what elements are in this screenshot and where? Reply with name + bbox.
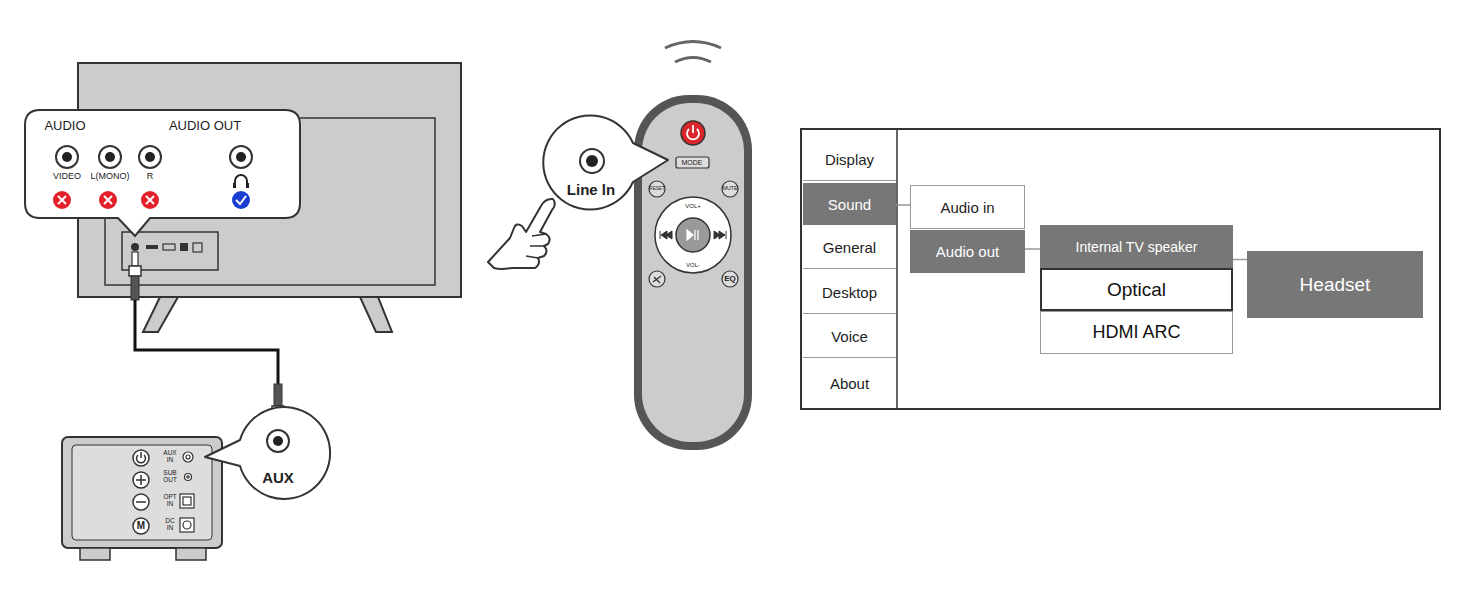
speaker-foot — [176, 548, 206, 560]
submenu-item: Audio in — [910, 185, 1025, 229]
hand-fingers — [526, 234, 546, 258]
menu-item: About — [803, 361, 896, 405]
part-label: L(MONO) — [91, 172, 130, 181]
callout-circle: AUX — [240, 466, 316, 488]
speaker-foot — [80, 548, 110, 560]
menu-item: Display — [803, 138, 896, 181]
node-text: AUDIO OUT — [145, 118, 265, 133]
nav-ring — [655, 197, 731, 273]
node-text: Internal TV speaker — [1076, 239, 1198, 255]
node-text: Sound — [828, 196, 871, 213]
submenu-item: Audio out — [910, 230, 1025, 273]
pointing-hand — [488, 199, 555, 269]
jack — [273, 436, 283, 446]
callout-bubble: AUDIOAUDIO OUT — [25, 110, 300, 218]
part-label: VIDEO — [53, 172, 81, 181]
speaker-panel — [72, 445, 212, 540]
part-label: MUTE — [723, 186, 738, 191]
speaker-body — [62, 437, 222, 548]
option-item: Headset — [1247, 251, 1423, 318]
node-text: General — [823, 239, 876, 256]
option-item: Internal TV speaker — [1040, 225, 1233, 268]
menu-item: Sound — [803, 183, 896, 225]
jack — [586, 155, 598, 167]
node-text: Audio in — [940, 199, 994, 216]
part-label: OPT IN — [163, 494, 176, 508]
node-text: HDMI ARC — [1092, 322, 1180, 343]
part-label: R — [147, 172, 154, 181]
menu-frame — [801, 129, 1440, 409]
speaker-ports — [180, 452, 194, 532]
port — [180, 243, 188, 251]
power-button — [681, 121, 705, 145]
node-text: Desktop — [822, 284, 877, 301]
check-mark — [232, 191, 250, 209]
check-mark — [236, 196, 246, 204]
part-label: VOL+ — [685, 203, 701, 209]
port — [163, 244, 175, 250]
port — [146, 245, 158, 249]
node-text: Line ln — [567, 181, 615, 198]
remote-body — [634, 95, 752, 450]
aux-cable — [129, 252, 284, 414]
node-text: Voice — [831, 328, 868, 345]
part-label: M — [137, 521, 145, 532]
tv-leg — [143, 297, 178, 332]
callout-circle: Line ln — [555, 178, 627, 200]
part-label: SUB OUT — [163, 470, 177, 484]
part-label: AUX IN — [163, 450, 176, 464]
part-label: EQ — [724, 275, 736, 283]
bt-icon — [653, 276, 661, 283]
node-text: Audio out — [936, 243, 999, 260]
port — [193, 243, 202, 252]
menu-item: Voice — [803, 316, 896, 358]
reset-button — [649, 181, 665, 197]
option-item: HDMI ARC — [1040, 311, 1233, 354]
node-text: Headset — [1300, 274, 1371, 296]
mode-button — [676, 157, 709, 168]
connector-line — [896, 205, 910, 206]
jacks — [56, 146, 252, 168]
menu-divider — [896, 130, 898, 408]
play-button — [676, 218, 710, 252]
next-icon — [714, 231, 726, 239]
speaker-buttons — [133, 450, 149, 534]
menu-item: General — [803, 227, 896, 269]
cross-marks — [53, 191, 159, 209]
jack — [580, 149, 604, 173]
port — [131, 243, 139, 251]
tv-leg — [360, 297, 392, 332]
power-icon — [687, 125, 699, 139]
headphone-icon — [233, 183, 236, 188]
node-text: Optical — [1107, 279, 1166, 301]
headphone-icon — [246, 183, 249, 188]
connector-line — [1233, 259, 1247, 260]
node-text: About — [830, 375, 869, 392]
eq-button — [722, 271, 738, 287]
headphone-icon — [235, 175, 247, 186]
connector-line — [1025, 249, 1040, 250]
node-text: AUDIO — [0, 118, 130, 133]
menu-item: Desktop — [803, 271, 896, 314]
mute-button — [722, 181, 738, 197]
signal-waves — [665, 42, 721, 63]
jack — [267, 430, 289, 452]
part-label: VOL- — [686, 262, 700, 268]
callout-circle — [205, 407, 330, 499]
option-item: Optical — [1040, 268, 1233, 311]
prev-icon — [660, 231, 672, 239]
callout-circle — [543, 115, 668, 209]
node-text: Display — [825, 151, 874, 168]
part-label: MODE — [682, 159, 703, 166]
node-text: AUX — [262, 469, 294, 486]
part-label: DC IN — [165, 518, 174, 532]
part-label: RESET — [649, 187, 664, 192]
play-icon — [687, 230, 698, 240]
bt-button — [649, 271, 665, 287]
port-panel — [122, 232, 218, 270]
